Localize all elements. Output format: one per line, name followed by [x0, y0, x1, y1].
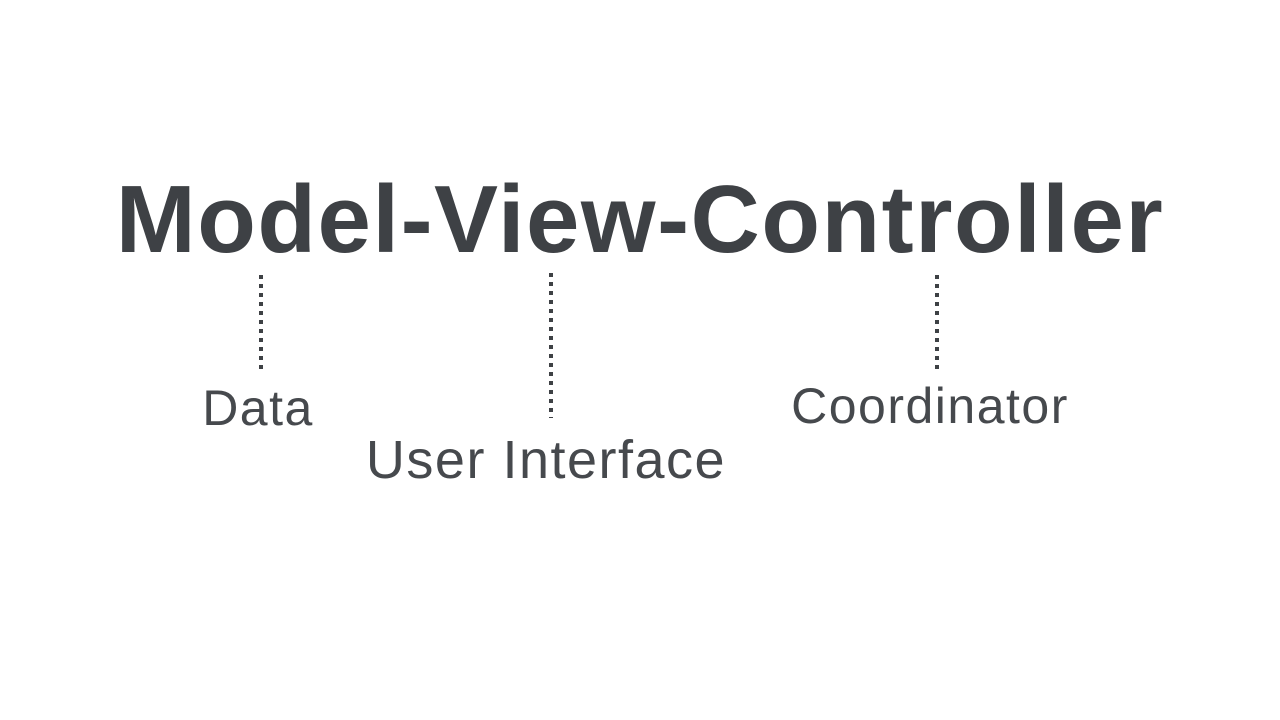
label-view-meaning: User Interface [365, 430, 727, 490]
connector-view-to-user-interface [549, 273, 553, 418]
connector-model-to-data [259, 275, 263, 369]
page-title: Model-View-Controller [115, 166, 1165, 273]
label-model-meaning: Data [202, 380, 314, 436]
label-controller-meaning: Coordinator [791, 378, 1069, 434]
connector-controller-to-coordinator [935, 275, 939, 369]
